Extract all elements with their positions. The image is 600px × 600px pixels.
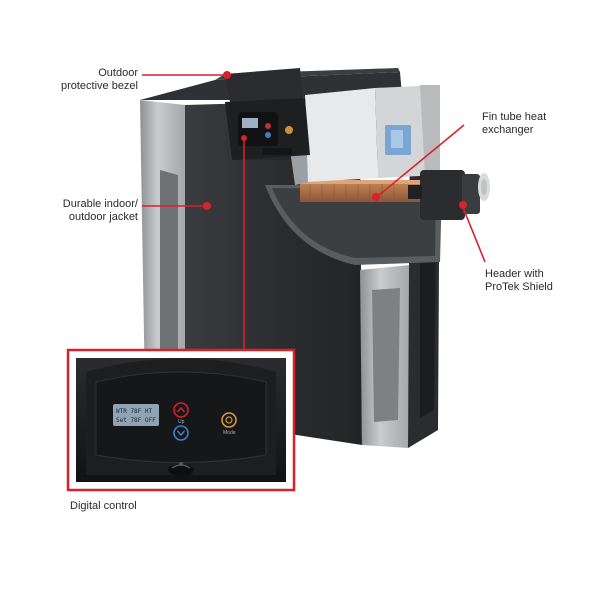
callout-exchanger-line1: Fin tube heat <box>482 111 547 123</box>
callout-bezel: Outdoor protective bezel <box>40 67 138 93</box>
header-assembly <box>408 170 490 220</box>
chevron-up-icon <box>176 406 186 413</box>
lcd-display <box>113 404 159 426</box>
up-button-label: Up <box>178 419 185 425</box>
callout-control-line1: Digital control <box>70 500 137 512</box>
fin-lines <box>309 184 395 202</box>
red-dot-icon <box>372 193 380 201</box>
callout-exchanger-line2: exchanger <box>482 124 534 136</box>
protective-bezel <box>225 68 310 160</box>
callout-header: Header with ProTek Shield <box>485 268 553 294</box>
callout-dots <box>203 71 467 210</box>
callout-bezel-line1: Outdoor <box>98 67 138 79</box>
left-side-panel <box>140 100 185 415</box>
up-button[interactable]: Up <box>173 402 189 425</box>
chevron-down-icon <box>176 430 186 437</box>
mode-button-label: Mode <box>223 430 236 436</box>
digital-control-inset: WTR 78F HT Set 78F OFF Up Mode <box>66 348 296 492</box>
red-dot-icon <box>459 201 467 209</box>
internal-housing <box>305 85 440 182</box>
mode-button[interactable]: Mode <box>221 412 237 436</box>
down-button[interactable] <box>173 425 189 441</box>
callout-header-line2: ProTek Shield <box>485 281 553 293</box>
bezel-latch <box>168 462 194 476</box>
lcd-line-2: Set 78F OFF <box>116 417 156 424</box>
callout-bezel-line2: protective bezel <box>60 80 138 92</box>
red-dot-icon <box>241 135 247 141</box>
lcd-line-1: WTR 78F HT <box>116 408 153 415</box>
power-icon <box>225 416 233 424</box>
callout-control: Digital control <box>70 500 137 513</box>
callout-header-line1: Header with <box>485 268 544 280</box>
callout-jacket-line2: outdoor jacket <box>68 211 138 223</box>
red-dot-icon <box>203 202 211 210</box>
callout-jacket: Durable indoor/ outdoor jacket <box>26 198 138 224</box>
red-dot-icon <box>223 71 231 79</box>
callout-lines <box>142 74 486 350</box>
callout-exchanger: Fin tube heat exchanger <box>482 111 546 137</box>
callout-jacket-line1: Durable indoor/ <box>62 198 138 210</box>
